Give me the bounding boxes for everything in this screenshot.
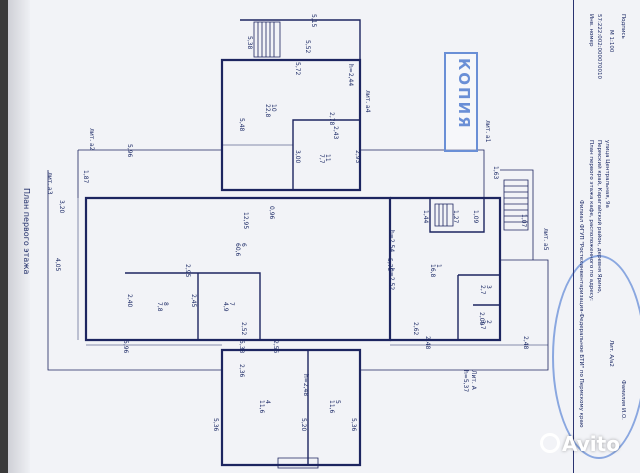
dim-label: 2,93 (354, 150, 361, 164)
dim-label: 5,15 (310, 14, 317, 28)
room-5-area: 11,6 (328, 400, 335, 414)
dim-label: 0,96 (268, 206, 275, 220)
dim-label: 1,44 (422, 210, 429, 224)
dim-label: 5,48 (238, 118, 245, 132)
label-lit-a5: лит. а5 (542, 228, 549, 251)
dim-label: 1,09 (472, 210, 479, 224)
dim-label: 2,95 (184, 264, 191, 278)
title-block-scale: М 1:100 (608, 30, 614, 53)
title-block-executor: Фамилия И.О. (620, 380, 626, 420)
label-lit-a1: лит. а1 (484, 120, 491, 143)
copy-stamp-text: КОПИЯ (455, 58, 473, 130)
title-block-object-2: Пермский край, Карагайский район, деревн… (596, 140, 602, 294)
dim-label: 2,40 (126, 294, 133, 308)
dim-label: 2,43 (332, 126, 339, 140)
dim-label: 5,20 (300, 418, 307, 432)
avito-watermark: Avito (540, 432, 620, 456)
dim-label: 2,45 (190, 294, 197, 308)
title-block-object-3: улица Центральная, 9а (604, 140, 610, 208)
outline-lit-A (360, 259, 549, 371)
wall-stair-room (429, 197, 485, 233)
label-h-room10: h=2,44 (347, 64, 354, 87)
title-block-lit: Лит. А/а2 (608, 340, 614, 367)
label-h-room1: h=2,54 (388, 230, 395, 253)
dim-label: 5,36 (350, 418, 357, 432)
title-block-object-1: План первого этажа кафе, расположенного … (588, 140, 594, 301)
room-3-area: 2,7 (479, 285, 486, 295)
wall-annex-bottom (220, 348, 362, 467)
dim-label: 5,36 (212, 418, 219, 432)
dim-label: 2,56 (272, 340, 279, 354)
wall-room11 (292, 119, 361, 191)
stair-inner (434, 203, 454, 227)
label-lit-a4: лит. а4 (364, 90, 371, 113)
plan-sheet: План первого этажа лит. а4 лит. а2 лит. … (8, 0, 640, 473)
dim-label: 2,09 (478, 312, 485, 326)
room-11-area: 7,7 (318, 154, 325, 164)
room-10-area: 22,8 (264, 104, 271, 118)
room-8-area: 7,8 (156, 302, 163, 312)
dim-label: 1,07 (520, 214, 527, 228)
label-h-room4: h=2,48 (302, 374, 309, 397)
room-1-area: 16,8 (429, 264, 436, 278)
dim-label: 2,48 (522, 336, 529, 350)
stair-top (253, 21, 281, 58)
wall-main-hall (84, 196, 392, 342)
dim-label: 5,52 (304, 40, 311, 54)
dim-label: 5,38 (238, 340, 245, 354)
dim-label: 4,05 (54, 258, 61, 272)
stair-bottom (277, 457, 319, 469)
dim-label: 3,00 (294, 150, 301, 164)
dim-label: 2,62 (412, 322, 419, 336)
wall-room8-7 (125, 272, 261, 340)
label-lit-A: Лит. А (470, 370, 477, 390)
round-seal (552, 255, 640, 459)
dim-label: 3,20 (58, 200, 65, 214)
stair-right (503, 179, 529, 231)
dim-label: 2,36 (238, 364, 245, 378)
outline-lit-a5 (500, 169, 534, 260)
dim-label: 5,38 (246, 36, 253, 50)
avito-logo-icon (540, 433, 560, 453)
wall-room3-2 (457, 274, 500, 340)
dim-label: 2,78 (328, 112, 335, 126)
title-block-inv-label: Инв. номер (588, 14, 594, 47)
label-h-main: h=5,37 (462, 370, 469, 393)
title-block-org: Филиал ФГУП "Ростехинвентаризация-Федера… (578, 200, 584, 428)
outline-lit-a2 (77, 149, 222, 198)
outline-lit-a1 (360, 149, 485, 198)
plan-heading: План первого этажа (22, 188, 31, 275)
room-4-area: 11,6 (258, 400, 265, 414)
room-6-area: 60,6 (234, 243, 241, 257)
copy-stamp: КОПИЯ (444, 52, 478, 152)
title-block: Филиал ФГУП "Ростехинвентаризация-Федера… (573, 0, 634, 473)
dim-label: 5,72 (294, 62, 301, 76)
dim-label: 12,95 (242, 212, 249, 230)
dim-label: 1,87 (82, 170, 89, 184)
dim-label: 1,27 (452, 210, 459, 224)
label-lit-a3: лит. а3 (46, 172, 53, 195)
dim-label: 2,48 (424, 336, 431, 350)
floor-plan-drawing (47, 19, 549, 469)
label-lit-a2: лит. а2 (88, 128, 95, 151)
dim-label: 5,96 (126, 144, 133, 158)
title-block-sign-label: Подпись (620, 14, 626, 39)
avito-watermark-text: Avito (562, 432, 620, 456)
dim-label: 1,63 (492, 166, 499, 180)
outline-lit-a3 (47, 170, 222, 371)
dim-label: 5,96 (122, 340, 129, 354)
title-block-inv-number: 57:222:002:000070010 (596, 14, 602, 80)
dim-label: 2,52 (240, 322, 247, 336)
wall-porch-top (240, 19, 361, 60)
dim-label: 5,75 (386, 258, 393, 272)
binding-edge (8, 0, 30, 473)
room-7-area: 4,9 (222, 302, 229, 312)
